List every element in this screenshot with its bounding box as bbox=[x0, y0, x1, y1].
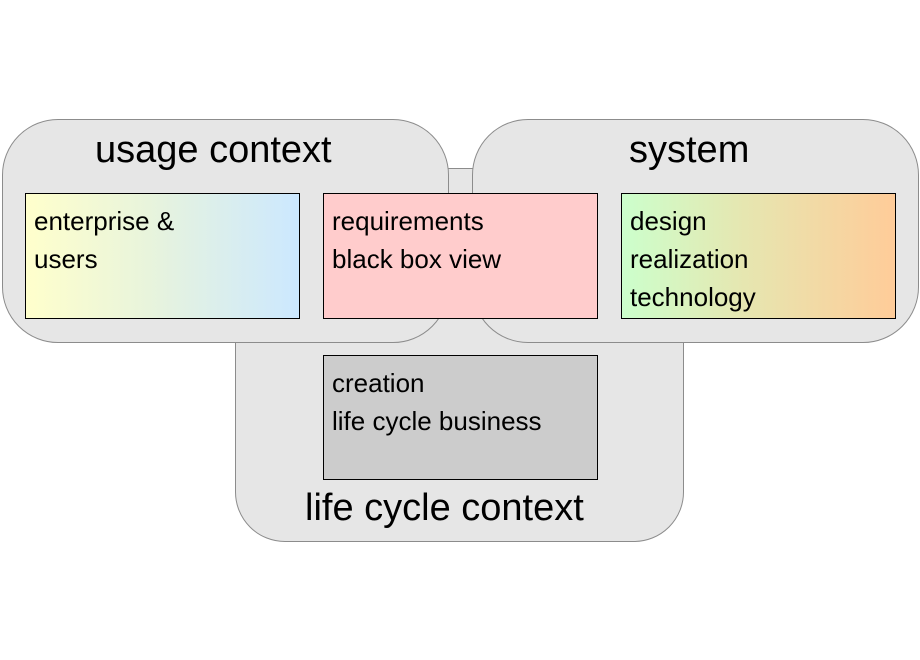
box-line: life cycle business bbox=[332, 406, 542, 436]
system-title: system bbox=[629, 129, 750, 171]
enterprise-users-box: enterprise & users bbox=[25, 193, 300, 319]
design-box: design realization technology bbox=[621, 193, 896, 319]
box-line: technology bbox=[630, 282, 756, 312]
box-line: design bbox=[630, 206, 707, 236]
box-line: users bbox=[34, 244, 98, 274]
life-cycle-context-title: life cycle context bbox=[305, 487, 584, 529]
box-line: black box view bbox=[332, 244, 502, 274]
usage-context-title: usage context bbox=[95, 129, 332, 171]
creation-box: creation life cycle business bbox=[323, 355, 598, 480]
box-line: requirements bbox=[332, 206, 484, 236]
requirements-box: requirements black box view bbox=[323, 193, 598, 319]
box-line: enterprise & bbox=[34, 206, 175, 236]
box-line: creation bbox=[332, 368, 425, 398]
box-line: realization bbox=[630, 244, 749, 274]
